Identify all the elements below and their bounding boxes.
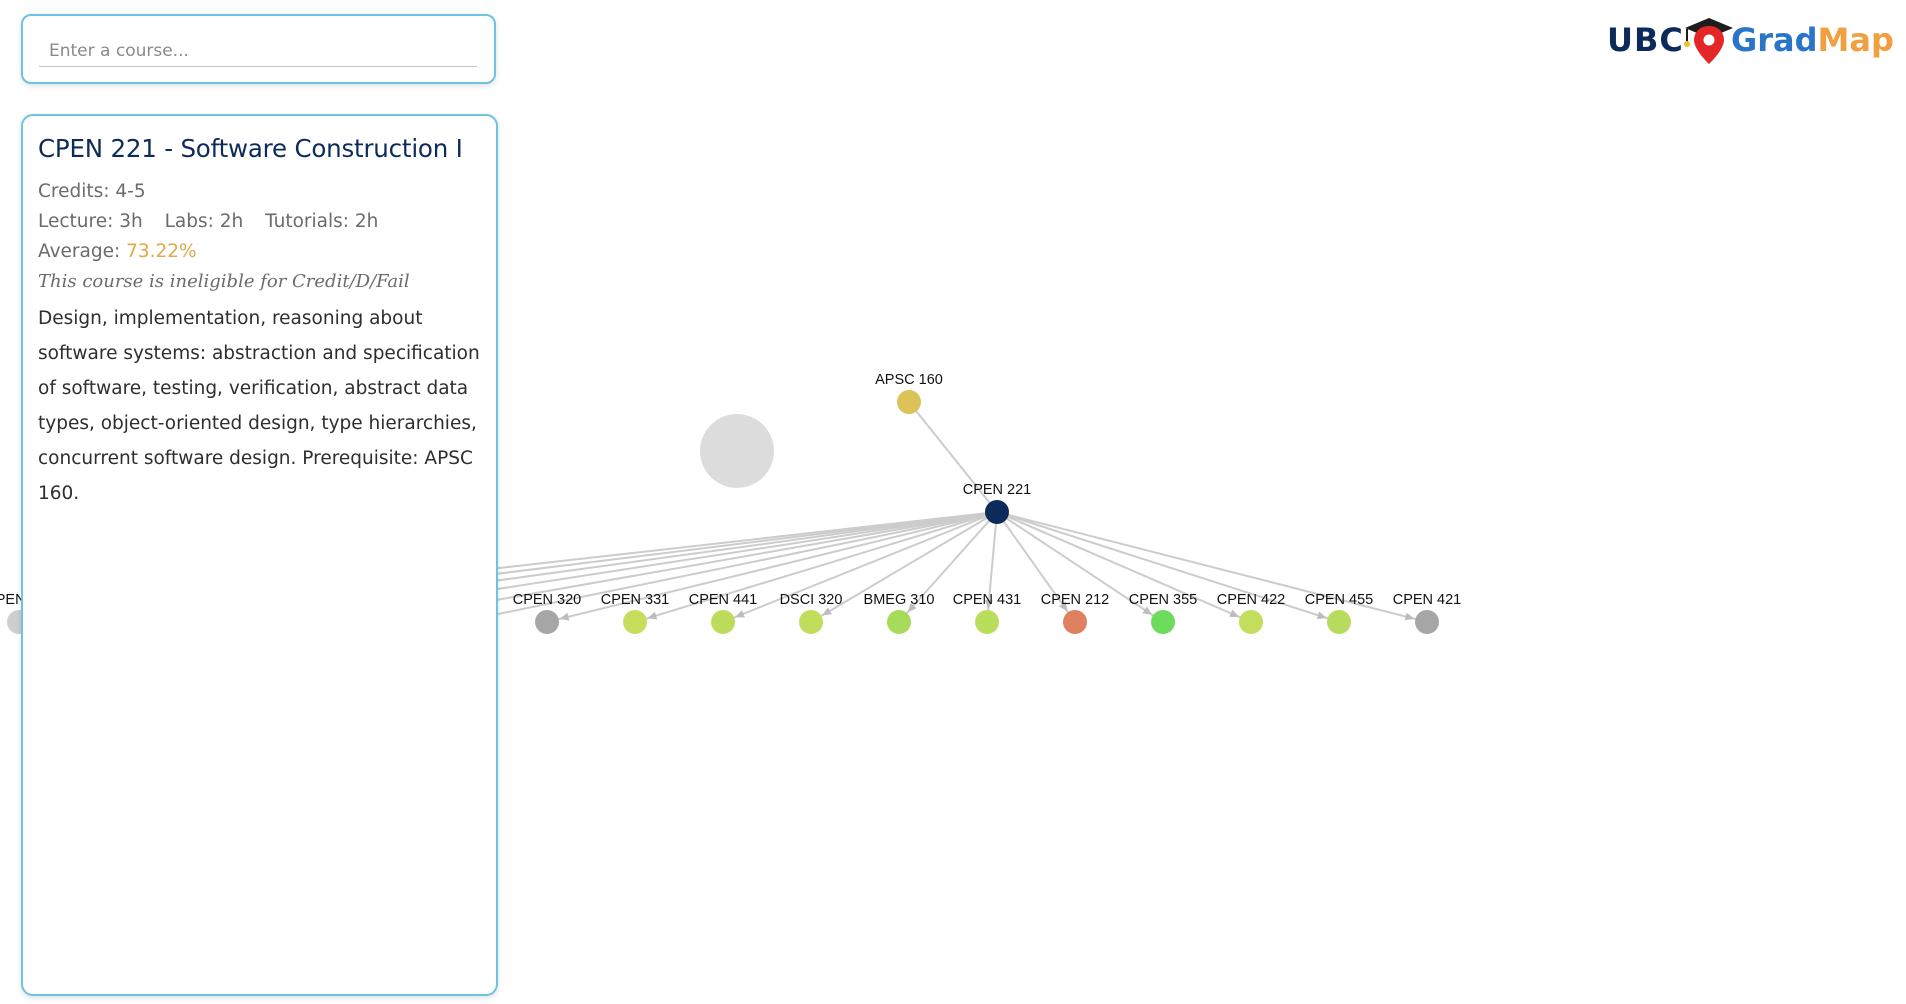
dependent-edge [996, 511, 1252, 623]
dependent-node-circle[interactable] [535, 610, 559, 634]
dependent-edge [996, 511, 1428, 623]
dependent-edge [996, 511, 1340, 623]
dependent-node[interactable]: CPEN 441 [689, 592, 758, 634]
dependent-edge [458, 511, 998, 623]
dependent-node[interactable]: CPEN 355 [1129, 592, 1198, 634]
dependent-node[interactable]: CPEN 455 [1305, 592, 1374, 634]
course-description: Design, implementation, reasoning about … [38, 308, 480, 504]
dependent-node[interactable]: CPEN 422 [1217, 592, 1286, 634]
logo-ubc-text: UBC [1607, 21, 1684, 59]
dependent-edge-arrow [1142, 606, 1153, 615]
average-label: Average: [38, 241, 121, 262]
dependent-node-label: CPEN 455 [1305, 592, 1374, 608]
dependent-edge-arrow [1404, 612, 1415, 621]
dependent-edge-arrow [1229, 609, 1240, 617]
selected-course-node-circle[interactable] [985, 500, 1009, 524]
prereq-edge [908, 401, 998, 513]
dependent-edge-arrow [1316, 611, 1327, 620]
dependent-node-label: CPEN 320 [513, 592, 582, 608]
prereq-node-label: APSC 160 [875, 372, 943, 388]
dependent-node[interactable]: CPEN 212 [1041, 592, 1110, 634]
dependent-edge [898, 511, 998, 623]
dependent-edge-arrow [735, 610, 745, 618]
average-value: 73.22% [126, 241, 197, 262]
prereq-node[interactable]: APSC 160 [875, 372, 943, 414]
dependent-edge [722, 511, 998, 623]
graduation-pin-icon [1684, 18, 1733, 64]
course-title: CPEN 221 - Software Construction I [38, 134, 463, 163]
dependent-node-circle[interactable] [1327, 610, 1351, 634]
logo-grad-text: Grad [1731, 21, 1818, 59]
course-info-panel: CPEN 221 - Software Construction I Credi… [21, 114, 498, 996]
dependent-node-label: CPEN 331 [601, 592, 670, 608]
dependent-node-label: CPEN 355 [1129, 592, 1198, 608]
dependent-edge [996, 511, 1164, 623]
dependent-edge [996, 511, 1076, 623]
dependent-edge [546, 511, 998, 623]
dependent-node-circle[interactable] [711, 610, 735, 634]
dependent-edge [810, 511, 998, 623]
dependent-edge-arrow [647, 611, 658, 620]
lab-hours: Labs: 2h [164, 211, 244, 232]
dependent-node-circle[interactable] [799, 610, 823, 634]
dependent-node-label: DSCI 320 [780, 592, 843, 608]
dependent-node-circle[interactable] [1415, 610, 1439, 634]
dependent-edge-arrow [1059, 601, 1068, 612]
dependent-edge-arrow [907, 602, 917, 613]
lecture-hours: Lecture: 3h [38, 211, 143, 232]
dependent-node-label: BMEG 310 [864, 592, 935, 608]
dependent-node[interactable]: CPEN 331 [601, 592, 670, 634]
course-credits: Credits: 4-5 [38, 181, 146, 202]
dependent-edge-arrow [985, 599, 993, 610]
credit-d-fail-note: This course is ineligible for Credit/D/F… [38, 271, 410, 292]
course-search-input[interactable] [39, 36, 477, 67]
dependent-node-circle[interactable] [1063, 610, 1087, 634]
dependent-node[interactable]: DSCI 320 [780, 592, 843, 634]
dependent-edge-arrow [559, 612, 570, 621]
dependent-edge [634, 511, 998, 623]
logo-gradmap-text: GradMap [1731, 21, 1894, 59]
dependent-node-label: CPEN 441 [689, 592, 758, 608]
hover-indicator [700, 414, 774, 488]
selected-course-node[interactable]: CPEN 221 [963, 482, 1032, 524]
dependent-node[interactable]: BMEG 310 [864, 592, 935, 634]
dependent-node-circle[interactable] [1151, 610, 1175, 634]
dependent-node-circle[interactable] [975, 610, 999, 634]
course-search-box [21, 14, 496, 84]
dependent-node-label: CPEN 431 [953, 592, 1022, 608]
dependent-node-label: CPEN 422 [1217, 592, 1286, 608]
ubc-gradmap-logo[interactable]: UBC GradMap [1607, 12, 1894, 68]
dependent-node-circle[interactable] [887, 610, 911, 634]
dependent-node[interactable]: CPEN 421 [1393, 592, 1462, 634]
course-average: Average: 73.22% [38, 237, 482, 267]
dependent-node-label: CPEN 212 [1041, 592, 1110, 608]
logo-map-text: Map [1817, 21, 1894, 59]
course-hours: Lecture: 3h Labs: 2h Tutorials: 2h [38, 207, 482, 237]
dependent-node-circle[interactable] [623, 610, 647, 634]
dependent-node-circle[interactable] [1239, 610, 1263, 634]
dependent-edge-arrow [822, 607, 832, 616]
selected-course-node-label: CPEN 221 [963, 482, 1032, 498]
dependent-node-label: CPEN 421 [1393, 592, 1462, 608]
dependent-node[interactable]: CPEN 320 [513, 592, 582, 634]
tutorial-hours: Tutorials: 2h [265, 211, 379, 232]
prereq-node-circle[interactable] [897, 390, 921, 414]
dependent-node[interactable]: CPEN 431 [953, 592, 1022, 634]
